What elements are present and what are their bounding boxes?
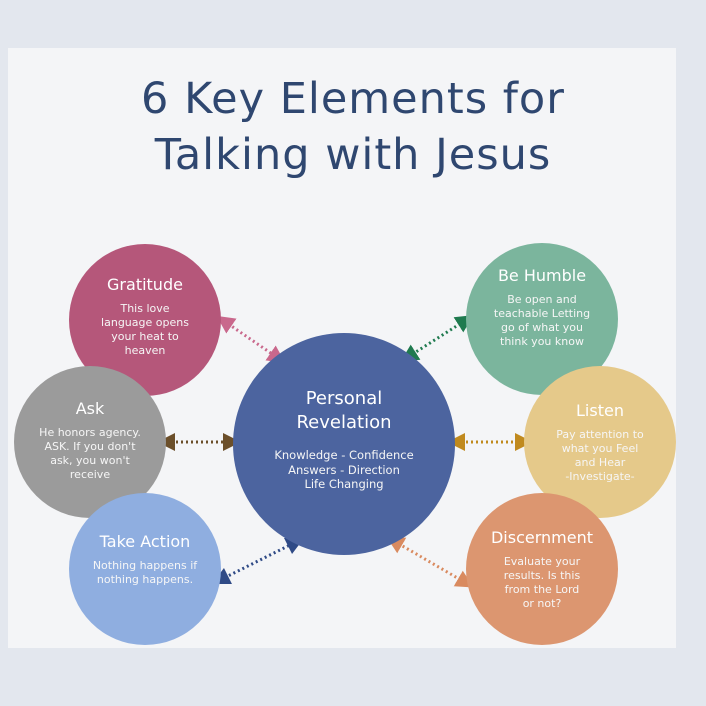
text-line: your heat to: [111, 329, 179, 343]
text-line: This love: [120, 301, 170, 315]
circle-ask: Ask He honors agency. ASK. If you don't …: [14, 366, 166, 518]
text-line: Pay attention to: [556, 427, 644, 441]
ask-text: He honors agency. ASK. If you don't ask,…: [39, 426, 141, 482]
center-title: Personal Revelation: [296, 387, 391, 436]
ask-title: Ask: [75, 399, 105, 418]
text-line: think you know: [500, 334, 584, 348]
text-line: and Hear: [574, 455, 626, 469]
arrow-take-action: [211, 537, 305, 585]
listen-text: Pay attention to what you Feel and Hear …: [556, 428, 644, 484]
text-line: what you Feel: [561, 441, 639, 455]
circle-listen: Listen Pay attention to what you Feel an…: [524, 366, 676, 518]
gratitude-text: This love language opens your heat to he…: [101, 302, 189, 358]
take-action-text: Nothing happens if nothing happens.: [93, 559, 197, 587]
listen-title: Listen: [576, 401, 624, 420]
text-line: Evaluate your: [503, 554, 581, 568]
text-line: -Investigate-: [565, 469, 635, 483]
title-line-1: 6 Key Elements for: [141, 74, 565, 124]
be-humble-text: Be open and teachable Letting go of what…: [494, 293, 590, 349]
gratitude-title: Gratitude: [107, 275, 183, 294]
text-line: go of what you: [500, 320, 584, 334]
text-line: or not?: [522, 596, 562, 610]
arrow-discernment: [386, 536, 474, 588]
text-line: He honors agency.: [39, 425, 141, 439]
center-text-line: Answers - Direction: [288, 462, 400, 477]
be-humble-title: Be Humble: [497, 266, 587, 285]
text-line: teachable Letting: [493, 306, 591, 320]
text-line: ASK. If you don't: [44, 439, 136, 453]
text-line: from the Lord: [504, 582, 580, 596]
text-line: Be open and: [507, 292, 577, 306]
text-line: heaven: [124, 343, 166, 357]
discernment-title: Discernment: [490, 528, 594, 547]
circle-discernment: Discernment Evaluate your results. Is th…: [466, 493, 618, 645]
center-text-line: Knowledge - Confidence: [274, 447, 414, 462]
text-line: language opens: [101, 315, 189, 329]
take-action-title: Take Action: [99, 532, 191, 551]
circle-take-action: Take Action Nothing happens if nothing h…: [69, 493, 221, 645]
text-line: ask, you won't: [50, 453, 130, 467]
text-line: Nothing happens if: [92, 558, 198, 572]
center-personal-revelation: Personal Revelation Knowledge - Confiden…: [233, 333, 455, 555]
center-text-line: Life Changing: [304, 477, 384, 492]
arrow-be-humble: [400, 315, 474, 362]
text-line: receive: [69, 467, 111, 481]
center-title-line-1: Personal: [305, 388, 383, 409]
text-line: nothing happens.: [96, 572, 194, 586]
center-text: Knowledge - Confidence Answers - Directi…: [274, 448, 413, 493]
center-title-line-2: Revelation: [296, 412, 392, 434]
discernment-text: Evaluate your results. Is this from the …: [504, 555, 580, 611]
title-line-2: Talking with Jesus: [154, 130, 552, 180]
arrow-gratitude: [216, 315, 286, 364]
text-line: results. Is this: [503, 568, 581, 582]
